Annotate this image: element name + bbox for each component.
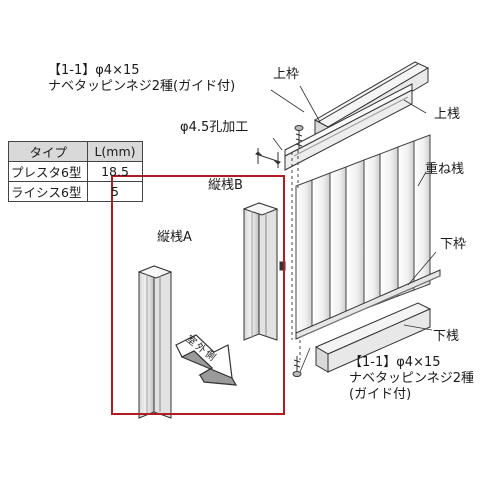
outdoor-direction-arrow (175, 334, 238, 386)
upper-frame-label: 上枠 (273, 67, 300, 82)
highlight-box (111, 175, 285, 415)
lower-frame (295, 269, 441, 340)
top-screw (294, 125, 304, 148)
vertical-post-a (137, 265, 173, 419)
lower-rail-label: 下桟 (433, 329, 460, 344)
header-type: タイプ (7, 141, 89, 162)
header-length: L(mm) (87, 141, 143, 162)
row-value: 18.5 (87, 161, 143, 182)
vertical-post-b (242, 202, 286, 341)
overlap-panel (295, 134, 431, 336)
leader-lines (270, 85, 437, 373)
overlap-rail-label: 重ね桟 (425, 162, 465, 177)
spec-table-header: タイプ L(mm) (7, 141, 143, 162)
vertical-b-label: 縦桟B (208, 178, 243, 193)
top-screw-spec-line2: ナベタッピンネジ2種(ガイド付) (48, 79, 236, 94)
guide-lines (291, 150, 301, 360)
lower-frame-label: 下枠 (440, 237, 467, 252)
table-row: ライシス6型 5 (7, 181, 143, 202)
bottom-screw-spec-line2: ナベタッピンネジ2種 (349, 371, 475, 386)
row-type: ライシス6型 (7, 181, 89, 202)
hole-detail (255, 148, 281, 168)
top-screw-spec-line1: 【1-1】φ4×15 (48, 63, 140, 78)
bottom-screw (292, 356, 302, 377)
bottom-screw-spec-line1: 【1-1】φ4×15 (349, 355, 441, 370)
row-value: 5 (87, 181, 143, 202)
row-type: プレスタ6型 (7, 161, 89, 182)
spec-table: タイプ L(mm) プレスタ6型 18.5 ライシス6型 5 (7, 141, 143, 202)
vertical-a-label: 縦桟A (157, 230, 192, 245)
upper-rail (284, 83, 413, 171)
hole-label: φ4.5孔加工 (180, 120, 249, 135)
upper-rail-label: 上桟 (434, 107, 461, 122)
table-row: プレスタ6型 18.5 (7, 161, 143, 182)
bottom-screw-spec-line3: (ガイド付) (349, 387, 412, 402)
